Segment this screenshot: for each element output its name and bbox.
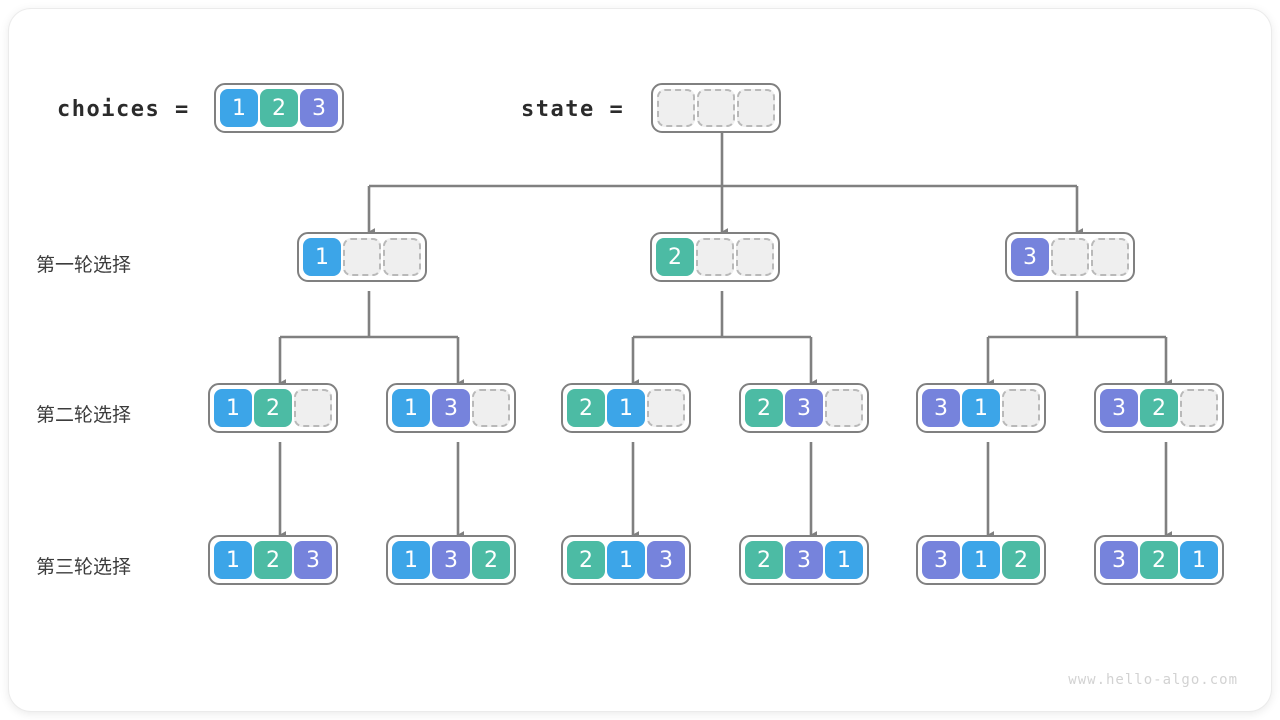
choices-label: choices = — [57, 97, 190, 122]
array-cell-empty — [697, 89, 735, 127]
array-cell-filled: 3 — [432, 389, 470, 427]
array-cell-filled: 2 — [567, 389, 605, 427]
array-cell-filled: 2 — [1140, 389, 1178, 427]
array-cell-filled: 3 — [922, 541, 960, 579]
array-cell-empty — [294, 389, 332, 427]
level1-node-0: 1 — [297, 232, 427, 282]
level1-node-1: 2 — [650, 232, 780, 282]
array-cell-filled: 2 — [260, 89, 298, 127]
array-cell-empty — [737, 89, 775, 127]
array-cell-empty — [657, 89, 695, 127]
array-cell-filled: 1 — [220, 89, 258, 127]
row-label-round-2: 第二轮选择 — [36, 404, 132, 426]
array-cell-empty — [1002, 389, 1040, 427]
array-cell-filled: 2 — [1140, 541, 1178, 579]
array-cell-filled: 1 — [214, 389, 252, 427]
array-cell-filled: 3 — [432, 541, 470, 579]
array-cell-filled: 2 — [656, 238, 694, 276]
row-label-round-3: 第三轮选择 — [36, 556, 132, 578]
array-cell-empty — [736, 238, 774, 276]
array-cell-filled: 1 — [962, 389, 1000, 427]
array-cell-filled: 3 — [1100, 541, 1138, 579]
array-cell-filled: 1 — [607, 541, 645, 579]
array-cell-filled: 1 — [1180, 541, 1218, 579]
row-label-round-1: 第一轮选择 — [36, 254, 132, 276]
array-cell-filled: 3 — [785, 541, 823, 579]
array-cell-empty — [696, 238, 734, 276]
array-cell-filled: 1 — [825, 541, 863, 579]
array-cell-empty — [1091, 238, 1129, 276]
array-cell-filled: 3 — [922, 389, 960, 427]
array-cell-filled: 1 — [607, 389, 645, 427]
array-cell-filled: 3 — [1100, 389, 1138, 427]
state-label: state = — [521, 97, 625, 122]
watermark: www.hello-algo.com — [1068, 672, 1238, 688]
array-cell-empty — [343, 238, 381, 276]
array-cell-filled: 1 — [214, 541, 252, 579]
level1-node-2: 3 — [1005, 232, 1135, 282]
array-cell-filled: 2 — [254, 389, 292, 427]
array-cell-filled: 1 — [303, 238, 341, 276]
array-cell-empty — [825, 389, 863, 427]
array-cell-filled: 3 — [785, 389, 823, 427]
array-cell-filled: 3 — [1011, 238, 1049, 276]
array-cell-filled: 2 — [1002, 541, 1040, 579]
array-cell-filled: 3 — [300, 89, 338, 127]
array-cell-empty — [472, 389, 510, 427]
state-array — [651, 83, 781, 133]
array-cell-filled: 2 — [745, 389, 783, 427]
array-cell-filled: 1 — [392, 389, 430, 427]
array-cell-filled: 2 — [745, 541, 783, 579]
array-cell-empty — [647, 389, 685, 427]
array-cell-filled: 1 — [962, 541, 1000, 579]
diagram-card — [9, 9, 1271, 711]
array-cell-filled: 3 — [647, 541, 685, 579]
array-cell-empty — [1180, 389, 1218, 427]
array-cell-filled: 2 — [254, 541, 292, 579]
array-cell-filled: 2 — [567, 541, 605, 579]
array-cell-filled: 1 — [392, 541, 430, 579]
array-cell-empty — [1051, 238, 1089, 276]
array-cell-empty — [383, 238, 421, 276]
array-cell-filled: 3 — [294, 541, 332, 579]
array-cell-filled: 2 — [472, 541, 510, 579]
